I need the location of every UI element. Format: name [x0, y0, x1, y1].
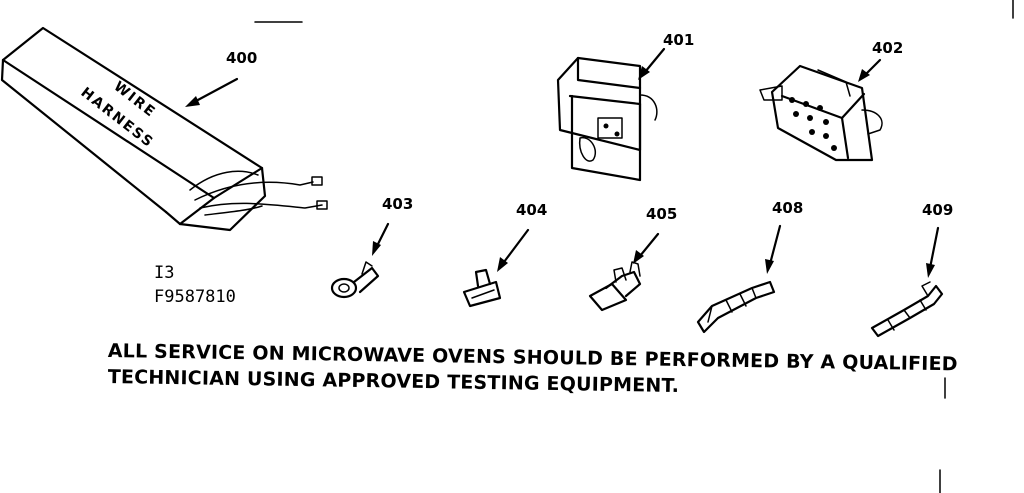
- pin-terminal-408: [696, 280, 776, 334]
- callout-arrow-402: [858, 58, 882, 82]
- part-label-408: 408: [772, 199, 803, 217]
- wire-harness-box: WIRE HARNESS: [0, 26, 328, 232]
- figure-id-line2: F9587810: [154, 287, 236, 307]
- callout-arrow-408: [765, 224, 782, 274]
- callout-arrow-401: [638, 47, 666, 80]
- part-label-403: 403: [382, 195, 413, 213]
- pin-terminal-409: [870, 281, 944, 338]
- ring-terminal-403: [330, 261, 380, 299]
- spade-terminal-404: [462, 268, 502, 308]
- callout-arrow-404: [497, 228, 530, 272]
- part-label-401: 401: [663, 31, 694, 49]
- part-label-405: 405: [646, 205, 677, 223]
- callout-arrow-400: [185, 77, 239, 107]
- connector-402: [759, 64, 883, 162]
- part-label-402: 402: [872, 39, 903, 57]
- callout-arrow-403: [372, 222, 390, 256]
- callout-arrow-405: [633, 232, 660, 264]
- part-label-409: 409: [922, 201, 953, 219]
- part-label-404: 404: [516, 201, 547, 219]
- part-label-400: 400: [226, 49, 257, 67]
- connector-401: [556, 56, 658, 182]
- callout-arrow-409: [926, 226, 940, 278]
- female-terminal-405: [588, 261, 642, 312]
- figure-id-line1: I3: [154, 263, 174, 283]
